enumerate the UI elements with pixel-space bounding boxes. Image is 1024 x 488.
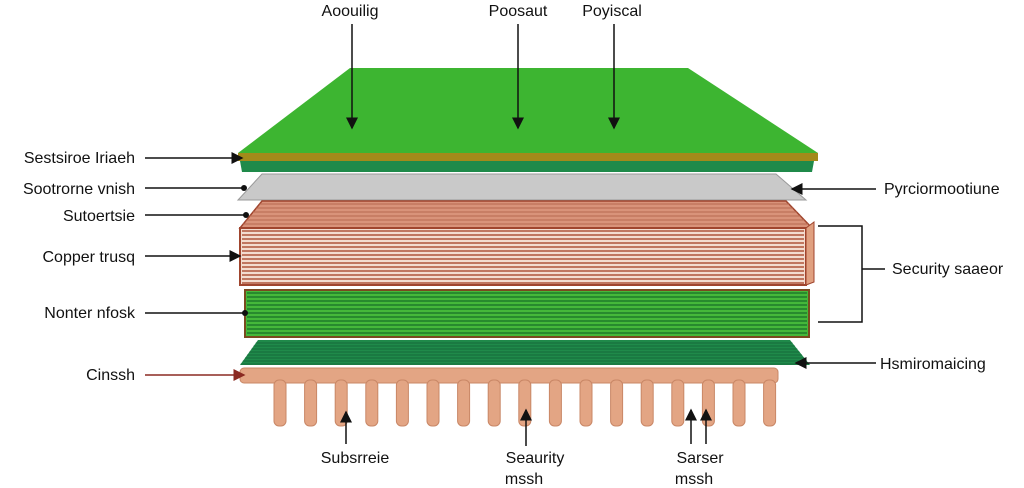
heatsink-fin xyxy=(610,379,624,427)
heatsink-fin xyxy=(426,379,440,427)
heatsink-fin xyxy=(579,379,593,427)
bottom-label: mssh xyxy=(505,471,543,488)
heatsink-fin xyxy=(640,379,654,427)
bottom-label: mssh xyxy=(675,471,713,488)
leader-dot xyxy=(242,310,248,316)
top-green-board xyxy=(238,68,818,153)
heatsink-fin xyxy=(763,379,777,427)
heatsink-fin xyxy=(701,379,715,427)
left-label: Copper trusq xyxy=(43,249,136,266)
right-label: Pyrciormootiune xyxy=(884,181,1000,198)
bottom-label: Seaurity xyxy=(506,450,565,467)
bottom-label: Sarser xyxy=(676,450,724,467)
copper-stripes xyxy=(242,230,804,284)
heatsink-fin xyxy=(548,379,562,427)
bottom-label: Subsrreie xyxy=(321,450,390,467)
left-label: Sootrorne vnish xyxy=(23,181,135,198)
heatsink-fin xyxy=(487,379,501,427)
top-label: Poyiscal xyxy=(582,3,642,20)
left-annotations: Sestsiroe Iriaeh Sootrorne vnish Sutoert… xyxy=(23,150,249,384)
leader-dot xyxy=(241,185,247,191)
bottom-annotations: Subsrreie Seaurity mssh Sarser mssh xyxy=(321,408,724,488)
heatsink-base xyxy=(239,367,779,384)
heatsink-fin xyxy=(457,379,471,427)
heatsink-fin xyxy=(304,379,318,427)
dark-green-strip xyxy=(240,161,814,172)
slab-stripes xyxy=(240,342,810,365)
bracket xyxy=(818,225,885,323)
left-label: Sestsiroe Iriaeh xyxy=(24,150,135,167)
heatsink-fins xyxy=(273,379,777,427)
top-label: Poosaut xyxy=(489,3,548,20)
right-label: Hsmiromaicing xyxy=(880,356,986,373)
copper-layer xyxy=(239,227,807,286)
top-annotations: Aoouilig Poosaut Poyiscal xyxy=(322,3,642,130)
top-label: Aoouilig xyxy=(322,3,379,20)
heatsink-fin xyxy=(365,379,379,427)
layer-stack xyxy=(236,68,818,427)
heatsink-fin xyxy=(273,379,287,427)
copper-bevel-stripes xyxy=(243,203,809,225)
mask-green-stripes xyxy=(247,292,807,334)
heatsink-fin xyxy=(732,379,746,427)
heatsink-fin xyxy=(671,379,685,427)
copper-side-face xyxy=(805,221,815,286)
gold-edge-layer xyxy=(238,153,818,161)
gray-layer xyxy=(236,173,808,201)
heatsink-fin xyxy=(395,379,409,427)
leader-dot xyxy=(243,212,249,218)
heatsink-fin xyxy=(518,379,532,427)
left-label: Nonter nfosk xyxy=(44,305,136,322)
left-label: Sutoertsie xyxy=(63,208,135,225)
right-label: Security saaeor xyxy=(892,261,1004,278)
left-label: Cinssh xyxy=(86,367,135,384)
right-annotations: Pyrciormootiune Security saaeor Hsmiroma… xyxy=(790,181,1004,373)
